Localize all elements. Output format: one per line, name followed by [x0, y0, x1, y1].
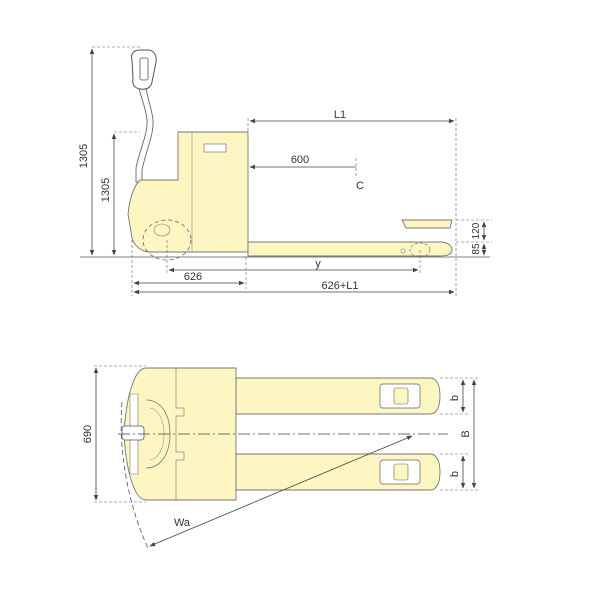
side-view: 1305 1305 L1 600 C 120 85 y 626 626+L1 [78, 46, 492, 296]
label-front-body: 626 [184, 271, 202, 283]
drive-wheel [142, 219, 192, 261]
load-roller-lower-wheel [393, 463, 409, 481]
load-roller [409, 242, 431, 258]
fork-side [247, 241, 453, 257]
dim-turning-radius [149, 435, 413, 547]
top-view: 690 b b B Wa [82, 365, 478, 549]
label-fork-length: L1 [334, 109, 346, 121]
wheel-hub [153, 223, 171, 237]
label-overall-length: 626+L1 [321, 280, 358, 292]
tiller-arm [135, 87, 154, 183]
handle-button [139, 57, 149, 81]
label-lowered-height: 85 [471, 243, 482, 255]
label-center-distance: 600 [291, 154, 309, 166]
label-turning-radius: Wa [174, 517, 191, 529]
label-raised-height: 120 [471, 222, 482, 239]
label-center-mark: C [356, 180, 364, 192]
label-overall-height: 1305 [78, 144, 90, 168]
raised-fork-tip [401, 219, 453, 229]
label-handle-height: 1305 [100, 178, 112, 202]
label-fork-spread: B [460, 430, 472, 437]
truck-body-side [127, 131, 249, 253]
label-overall-width: 690 [82, 425, 94, 443]
turning-arc [120, 401, 149, 549]
handle-head-top [121, 425, 145, 441]
label-wheel-distance: y [315, 258, 321, 270]
battery-label-plate [203, 143, 227, 153]
load-roller-upper-wheel [393, 387, 409, 405]
fork-pin [400, 248, 406, 254]
label-fork-width-bottom: b [449, 471, 461, 477]
label-fork-width-top: b [449, 395, 461, 401]
